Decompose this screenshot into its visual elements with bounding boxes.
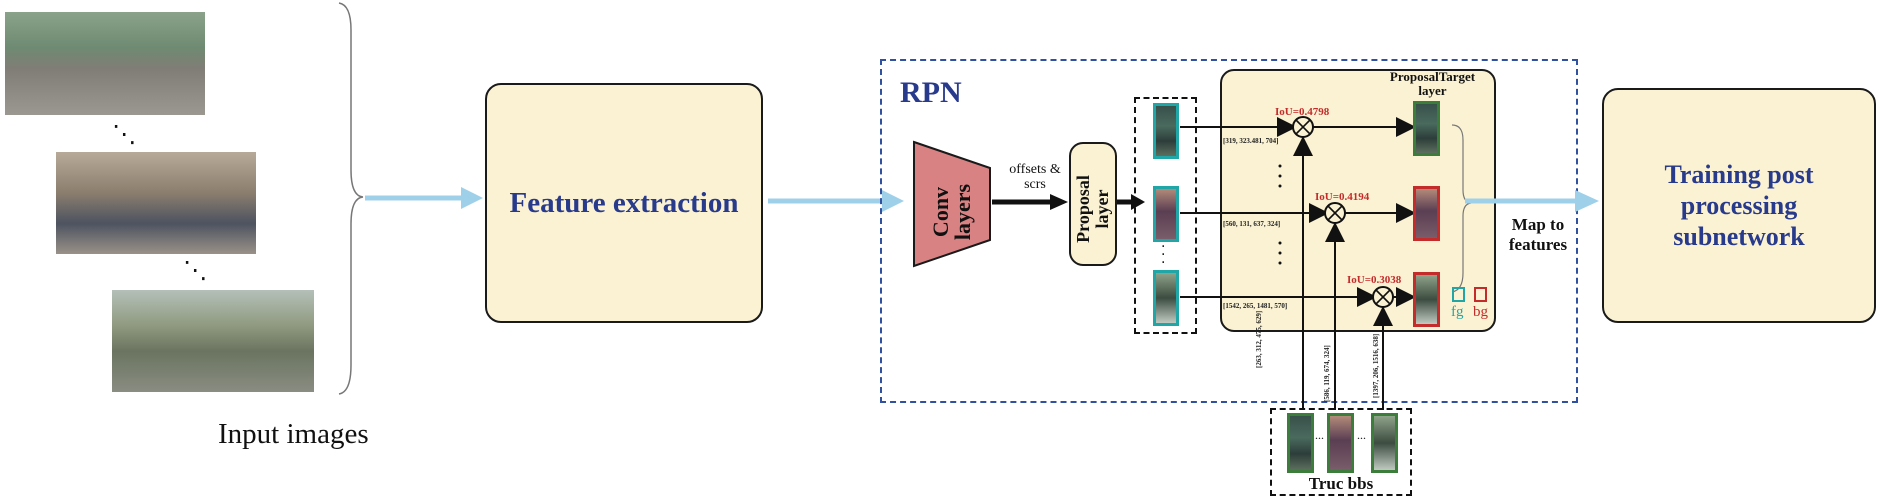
- conv-layers-shape: [913, 140, 991, 268]
- input-brace: [338, 2, 364, 395]
- target-crop-1: [1413, 101, 1440, 156]
- truth-boxes-container: [1270, 408, 1412, 496]
- input-images-label: Input images: [218, 418, 369, 450]
- input-image-1: [5, 12, 205, 115]
- dots-bottom: ⋱: [183, 256, 207, 284]
- input-image-2: [56, 152, 256, 254]
- input-image-3: [112, 290, 314, 392]
- proposal-crop-2: [1153, 186, 1179, 242]
- iou-label-1: IoU=0.4798: [1275, 106, 1330, 118]
- rpn-container: [880, 59, 1578, 403]
- gt-coords-3: [1397, 206, 1516, 638]: [1372, 333, 1380, 398]
- iou-label-2: IoU=0.4194: [1315, 191, 1370, 203]
- truth-crop-1: [1287, 413, 1314, 473]
- rpn-label: RPN: [900, 76, 962, 109]
- training-box: Training post processing subnetwork: [1602, 88, 1876, 323]
- conv-layers-label: Conv layers: [928, 183, 975, 241]
- offsets-scrs-label: offsets & scrs: [1009, 162, 1061, 192]
- proposal-crop-1: [1153, 103, 1179, 159]
- proposal-target-connections: [1180, 116, 1472, 410]
- truth-dots-2: ...: [1357, 428, 1366, 442]
- dots-top: ⋱: [112, 120, 136, 148]
- proposal-layer-label: Proposal layer: [1073, 175, 1112, 243]
- legend-fg-label: fg: [1451, 304, 1464, 320]
- proposal-coords-3: [1542, 265, 1481, 570]: [1223, 302, 1288, 310]
- map-to-features-label: Map to features: [1508, 215, 1568, 254]
- proposal-crop-3: [1153, 270, 1179, 326]
- feature-extraction-label: Feature extraction: [509, 186, 739, 219]
- target-crop-3: [1413, 272, 1440, 327]
- feature-extraction-box: Feature extraction: [485, 83, 763, 323]
- arrow-input-to-features: [365, 187, 483, 209]
- truth-label: Truc bbs: [1308, 474, 1374, 493]
- proposal-coords-1: [319, 323.481, 704]: [1223, 137, 1279, 145]
- truth-crop-3: [1371, 413, 1398, 473]
- training-label: Training post processing subnetwork: [1664, 160, 1814, 251]
- proposal-coords-2: [560, 131, 637, 324]: [1223, 220, 1281, 228]
- arrow-features-to-rpn: [768, 190, 904, 212]
- gt-coords-2: [586, 119, 674, 324]: [1323, 345, 1331, 402]
- arrow-conv-to-proposal: [992, 194, 1068, 210]
- truth-dots-1: ...: [1315, 428, 1324, 442]
- gt-coords-1: [263, 312, 475, 629]: [1255, 310, 1263, 368]
- iou-label-3: IoU=0.3038: [1347, 274, 1402, 286]
- arrow-to-training: [1465, 190, 1599, 212]
- proposal-layer-box: [1069, 142, 1117, 266]
- target-crop-2: [1413, 186, 1440, 241]
- crops-dots: ···: [1161, 239, 1166, 271]
- legend-fg-swatch: [1452, 287, 1465, 302]
- proposal-crops-box: [1134, 97, 1197, 334]
- truth-crop-2: [1327, 413, 1354, 473]
- legend-bg-label: bg: [1473, 304, 1488, 320]
- legend-bg-swatch: [1474, 287, 1487, 302]
- proposal-target-title: ProposalTarget layer: [1389, 69, 1476, 98]
